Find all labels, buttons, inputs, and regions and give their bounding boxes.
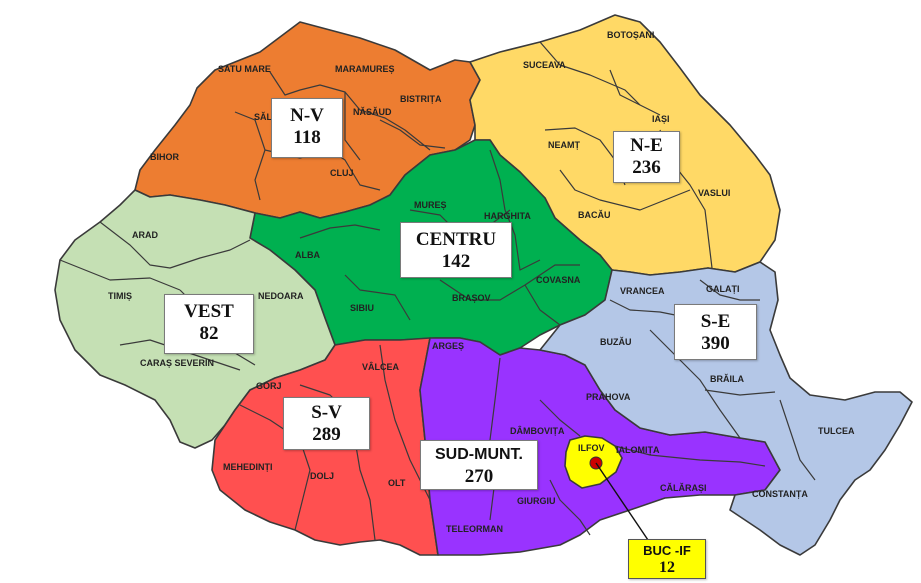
county-label-arges: ARGEȘ — [432, 341, 464, 351]
county-label-vaslui: VASLUI — [698, 188, 730, 198]
region-value-centru: 142 — [441, 251, 471, 272]
region-box-nv: N-V 118 — [271, 98, 343, 158]
county-label-gorj: GORJ — [256, 381, 282, 391]
region-se-shape[interactable] — [539, 261, 913, 556]
county-label-mures: MUREȘ — [414, 200, 447, 210]
county-label-prahova: PRAHOVA — [586, 392, 631, 402]
county-label-mehedinti: MEHEDINȚI — [223, 462, 273, 472]
region-box-se: S-E 390 — [674, 304, 757, 360]
county-borders — [59, 41, 816, 541]
county-label-constanta: CONSTANȚA — [752, 489, 808, 499]
region-name-ne: N-E — [630, 135, 663, 156]
region-value-buc: 12 — [659, 559, 675, 576]
county-label-dolj: DOLJ — [310, 471, 334, 481]
region-value-nv: 118 — [293, 127, 321, 148]
region-value-sv: 289 — [312, 424, 341, 445]
region-name-vest: VEST — [184, 301, 234, 322]
region-value-vest: 82 — [199, 323, 219, 344]
region-name-nv: N-V — [290, 105, 324, 126]
county-label-calarasi: CĂLĂRAȘI — [660, 483, 707, 493]
county-label-botosani: BOTOȘANI — [607, 30, 654, 40]
county-label-valcea: VÂLCEA — [362, 361, 400, 372]
county-label-teleorman: TELEORMAN — [446, 524, 503, 534]
county-label-giurgiu: GIURGIU — [517, 496, 556, 506]
county-label-timis: TIMIȘ — [108, 291, 132, 301]
county-label-dambovita: DÂMBOVIȚA — [510, 425, 565, 436]
county-label-covasna: COVASNA — [536, 275, 581, 285]
county-label-arad: ARAD — [132, 230, 158, 240]
county-label-ialomita: IALOMIȚA — [616, 445, 660, 455]
region-value-sudmunt: 270 — [464, 466, 494, 487]
region-name-sv: S-V — [311, 402, 342, 423]
county-label-cluj: CLUJ — [330, 168, 354, 178]
region-box-centru: CENTRU 142 — [400, 222, 512, 278]
county-label-nasaud: NĂSĂUD — [353, 107, 392, 117]
county-label-olt: OLT — [388, 478, 406, 488]
region-name-se: S-E — [700, 311, 731, 332]
county-label-salaj: SĂL — [254, 112, 273, 122]
county-labels: SATU MARE MARAMUREȘ BISTRIȚA NĂSĂUD SĂL … — [108, 30, 855, 534]
county-label-harghita: HARGHITA — [484, 211, 531, 221]
county-label-maramures: MARAMUREȘ — [335, 64, 395, 74]
county-label-bistrita: BISTRIȚA — [400, 94, 442, 104]
county-label-galati: GALAȚI — [706, 284, 740, 294]
region-box-vest: VEST 82 — [164, 294, 254, 354]
region-value-ne: 236 — [632, 157, 661, 178]
county-label-buzau: BUZĂU — [600, 337, 632, 347]
county-label-tulcea: TULCEA — [818, 426, 855, 436]
region-box-buc: BUC -IF 12 — [628, 539, 706, 579]
county-label-bacau: BACĂU — [578, 210, 611, 220]
county-label-neamt: NEAMȚ — [548, 140, 580, 150]
region-name-buc: BUC -IF — [643, 543, 691, 558]
region-box-ne: N-E 236 — [613, 131, 680, 183]
county-label-brasov: BRAȘOV — [452, 293, 491, 303]
region-box-sudmunt: SUD-MUNT. 270 — [420, 440, 538, 490]
county-label-iasi: IAȘI — [652, 114, 670, 124]
county-label-ilfov: ILFOV — [578, 443, 605, 453]
county-label-sibiu: SIBIU — [350, 303, 374, 313]
region-name-centru: CENTRU — [415, 229, 497, 250]
county-label-suceava: SUCEAVA — [523, 60, 566, 70]
county-label-caras: CARAȘ SEVERIN — [140, 358, 214, 368]
county-label-alba: ALBA — [295, 250, 320, 260]
county-label-bihor: BIHOR — [150, 152, 180, 162]
region-box-sv: S-V 289 — [283, 397, 370, 450]
region-name-sudmunt: SUD-MUNT. — [435, 446, 523, 463]
region-value-se: 390 — [701, 333, 730, 354]
county-label-satu-mare: SATU MARE — [218, 64, 271, 74]
county-label-braila: BRĂILA — [710, 374, 744, 384]
county-label-vrancea: VRANCEA — [620, 286, 665, 296]
callout-line — [595, 462, 649, 541]
county-label-hunedoara: NEDOARA — [258, 291, 304, 301]
